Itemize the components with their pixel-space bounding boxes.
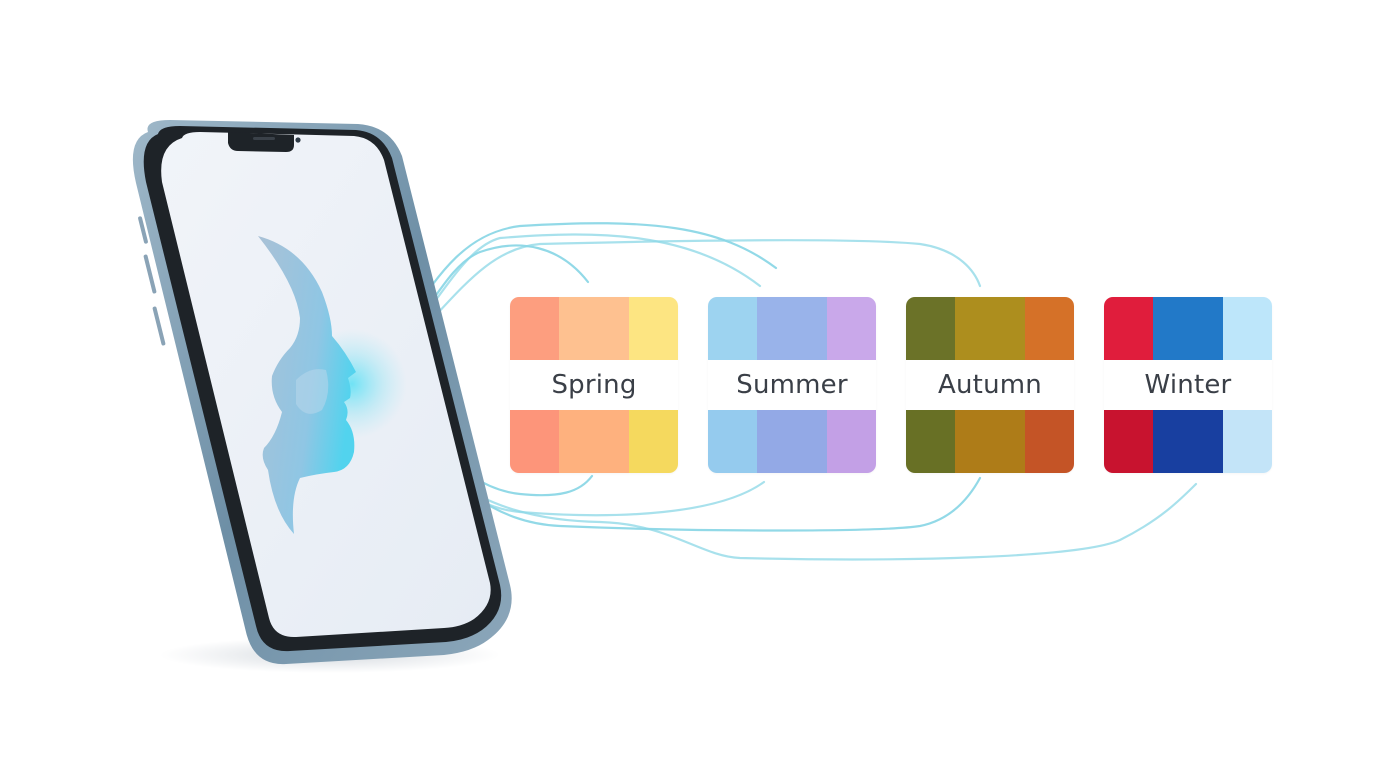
color-swatch <box>1223 297 1272 360</box>
color-swatch <box>559 410 629 473</box>
color-swatch <box>955 410 1025 473</box>
color-swatch <box>510 410 559 473</box>
volume-button-up <box>138 216 148 244</box>
palette-card-autumn: Autumn <box>906 297 1074 473</box>
connector-line <box>356 239 982 388</box>
swatch-row-top <box>906 297 1074 360</box>
palette-card-spring: Spring <box>510 297 678 473</box>
color-swatch <box>1104 297 1153 360</box>
color-swatch <box>510 297 559 360</box>
season-label: Winter <box>1104 360 1272 410</box>
color-swatch <box>1104 410 1153 473</box>
season-label: Spring <box>510 360 678 410</box>
color-swatch <box>906 297 955 360</box>
volume-button-down <box>143 254 157 294</box>
swatch-row-bottom <box>906 410 1074 473</box>
color-swatch <box>827 410 876 473</box>
palette-card-winter: Winter <box>1104 297 1272 473</box>
color-swatch <box>757 297 827 360</box>
face-profile-inner <box>296 369 329 414</box>
color-swatch <box>955 297 1025 360</box>
swatch-row-top <box>708 297 876 360</box>
phone-notch <box>228 132 294 152</box>
swatch-row-bottom <box>510 410 678 473</box>
swatch-row-bottom <box>708 410 876 473</box>
color-swatch <box>559 297 629 360</box>
front-camera <box>295 137 301 143</box>
color-swatch <box>906 410 955 473</box>
palette-card-summer: Summer <box>708 297 876 473</box>
swatch-row-top <box>510 297 678 360</box>
color-swatch <box>1153 410 1223 473</box>
season-label: Summer <box>708 360 876 410</box>
color-swatch <box>708 297 757 360</box>
color-swatch <box>1153 297 1223 360</box>
color-swatch <box>629 297 678 360</box>
color-swatch <box>1223 410 1272 473</box>
season-label: Autumn <box>906 360 1074 410</box>
swatch-row-top <box>1104 297 1272 360</box>
color-swatch <box>827 297 876 360</box>
color-swatch <box>1025 297 1074 360</box>
color-swatch <box>708 410 757 473</box>
volume-button-mute <box>152 306 166 346</box>
swatch-row-bottom <box>1104 410 1272 473</box>
color-swatch <box>757 410 827 473</box>
color-swatch <box>629 410 678 473</box>
speaker-grille <box>253 137 275 140</box>
color-swatch <box>1025 410 1074 473</box>
